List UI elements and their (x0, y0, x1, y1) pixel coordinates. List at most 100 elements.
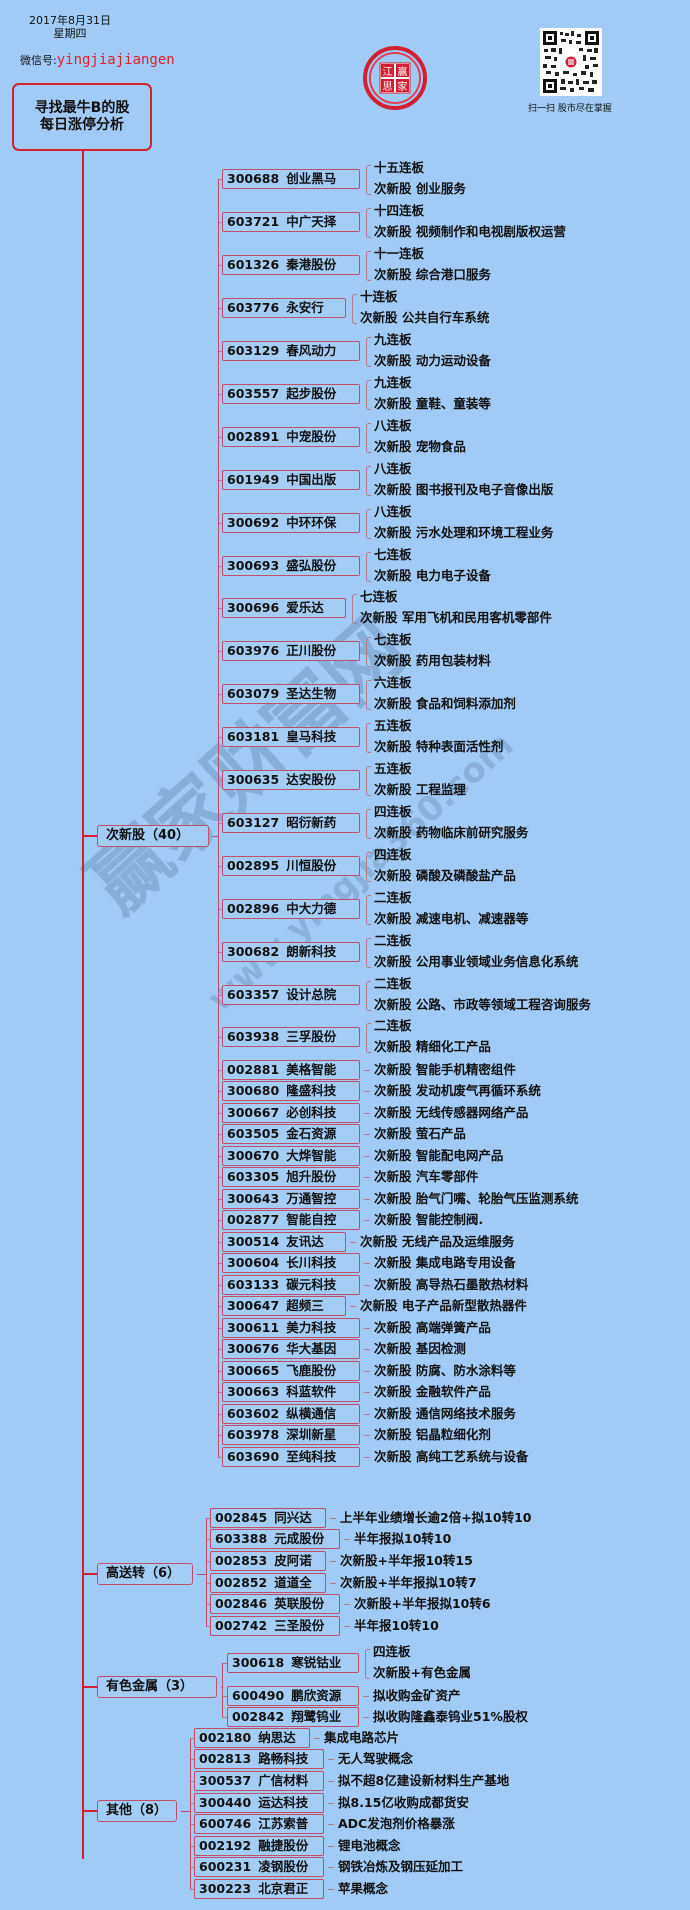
description-connector (350, 1241, 356, 1243)
svg-text:思: 思 (383, 81, 393, 93)
category-to-trunk-line (197, 1574, 206, 1575)
stock-description: 次新股 精细化工产品 (374, 1039, 491, 1055)
stock-code: 603938 (227, 1029, 280, 1045)
stock-code: 300682 (227, 943, 280, 959)
stock-branch-line (218, 351, 222, 353)
description-connector (314, 1737, 320, 1739)
stock-streak-label: 六连板 (374, 675, 412, 691)
stock-code: 300680 (227, 1083, 280, 1099)
stock-branch-line (218, 1435, 222, 1437)
date-block: 2017年8月31日 星期四 (20, 14, 120, 40)
category-node[interactable]: 次新股（40） (97, 825, 209, 847)
stock-branch-line (218, 1306, 222, 1308)
category-node[interactable]: 高送转（6） (97, 1563, 193, 1585)
stock-code: 603357 (227, 986, 280, 1002)
stock-code: 002895 (227, 857, 280, 873)
stock-branch-line (218, 1155, 222, 1157)
description-connector (363, 1695, 369, 1697)
stock-name: 深圳新星 (286, 1427, 337, 1443)
stock-branch-line (222, 1695, 227, 1697)
stock-branch-line (218, 1284, 222, 1286)
category-node[interactable]: 有色金属（3） (97, 1676, 217, 1698)
stock-code: 300440 (199, 1794, 252, 1810)
stock-branch-line (218, 1392, 222, 1394)
description-connector (364, 1091, 370, 1093)
description-connector (364, 1327, 370, 1329)
description-bracket (366, 980, 371, 1011)
stock-branch-line (218, 694, 222, 696)
stock-name: 中国出版 (286, 471, 337, 487)
stock-streak-label: 十五连板 (374, 160, 425, 176)
stock-name: 科蓝软件 (286, 1384, 337, 1400)
description-bracket (366, 808, 371, 839)
description-bracket (366, 723, 371, 754)
stock-name: 旭升股份 (286, 1169, 337, 1185)
qr-code[interactable] (540, 28, 602, 96)
stock-description: 次新股 高端弹簧产品 (374, 1319, 491, 1335)
stock-name: 路畅科技 (258, 1751, 309, 1767)
category-node[interactable]: 其他（8） (97, 1800, 177, 1822)
stock-description: 次新股+半年报拟10转6 (354, 1596, 491, 1612)
stock-branch-line (190, 1737, 194, 1739)
stock-branch-line (218, 1349, 222, 1351)
stock-branch-line (218, 1198, 222, 1200)
